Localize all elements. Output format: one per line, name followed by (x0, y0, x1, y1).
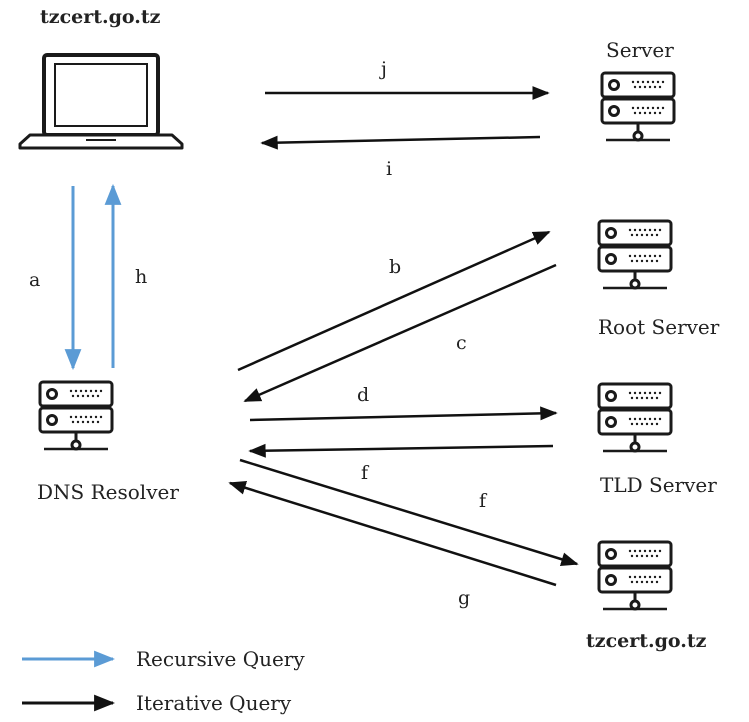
arrow-b (237, 230, 551, 372)
arrow-label-b: b (389, 256, 402, 278)
arrow-i (260, 135, 541, 150)
dns-resolver-icon (38, 380, 114, 451)
authoritative-server-label: tzcert.go.tz (586, 630, 707, 652)
arrow-label-i: i (386, 158, 393, 180)
dns-resolver-label: DNS Resolver (37, 480, 179, 504)
arrow-label-c: c (456, 332, 467, 354)
tld-server-label: TLD Server (600, 473, 717, 497)
arrow-label-h: h (135, 266, 148, 288)
arrow-c (243, 263, 557, 403)
arrow-d (249, 406, 558, 422)
arrow-label-a: a (29, 269, 41, 291)
arrow-e (248, 443, 554, 458)
root-server-icon (597, 219, 673, 290)
root-server-label: Root Server (598, 315, 720, 339)
legend-recursive-label: Recursive Query (136, 647, 305, 671)
web-server-icon (600, 71, 676, 142)
arrow-label-e: f (361, 462, 369, 484)
arrow-label-g: g (458, 587, 471, 609)
arrow-f (239, 458, 579, 567)
tld-server-icon (597, 382, 673, 453)
server-label: Server (606, 38, 674, 62)
legend-iterative-label: Iterative Query (136, 691, 292, 715)
arrow-label-j: j (381, 58, 387, 80)
client-label: tzcert.go.tz (40, 6, 161, 28)
authoritative-server-icon (597, 540, 673, 611)
laptop-icon (18, 53, 184, 150)
arrow-label-f: f (479, 490, 487, 512)
arrow-label-d: d (357, 384, 370, 406)
arrow-g (228, 481, 557, 587)
